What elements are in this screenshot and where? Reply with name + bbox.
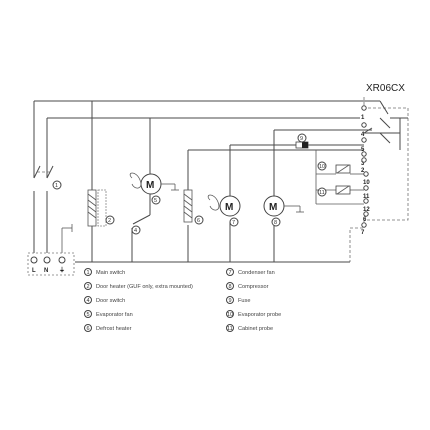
controller-terminal-4: 4 bbox=[361, 132, 365, 138]
controller-terminal-5: 5 bbox=[361, 147, 365, 153]
legend-text-4: Door switch bbox=[96, 298, 125, 304]
terminal-earth-label: ⏚ bbox=[59, 267, 65, 274]
main-switch-number: 1 bbox=[55, 183, 58, 189]
legend-num-8: 8 bbox=[229, 284, 232, 290]
supply-wiring bbox=[33, 100, 364, 263]
controller-terminal-11: 11 bbox=[363, 194, 370, 200]
legend-text-7: Condenser fan bbox=[238, 270, 275, 276]
compressor: M 8 bbox=[263, 130, 304, 227]
fuse-number: 9 bbox=[300, 136, 303, 142]
controller-terminal-1: 1 bbox=[361, 115, 365, 121]
controller-terminal-12: 12 bbox=[363, 207, 370, 213]
door-switch: 4 bbox=[131, 118, 151, 235]
cabinet-probe: 11 bbox=[317, 185, 351, 197]
door-heater-number: 2 bbox=[108, 218, 111, 224]
terminal-l-label: L bbox=[32, 268, 36, 274]
terminal-n-label: N bbox=[44, 268, 48, 274]
door-switch-number: 4 bbox=[134, 228, 137, 234]
defrost-heater: 6 bbox=[183, 150, 204, 225]
legend-text-5: Evaporator fan bbox=[96, 312, 133, 318]
controller-terminal-7: 7 bbox=[361, 230, 365, 236]
evaporator-probe: 10 bbox=[317, 161, 351, 174]
cabinet-probe-number: 11 bbox=[319, 190, 325, 196]
evaporator-fan-motor-symbol: M bbox=[146, 180, 154, 191]
controller-terminal-10: 10 bbox=[363, 180, 370, 186]
condenser-fan-motor-symbol: M bbox=[225, 202, 233, 213]
compressor-motor-symbol: M bbox=[269, 202, 277, 213]
legend: 1 Main switch 2 Door heater (GUF only, e… bbox=[84, 268, 281, 332]
controller-terminal-strip: 1 4 5 3 2 10 11 12 6 7 bbox=[361, 105, 370, 236]
controller-terminal-6: 6 bbox=[363, 217, 367, 223]
legend-text-9: Fuse bbox=[238, 298, 250, 304]
legend-num-4: 4 bbox=[87, 298, 90, 304]
legend-text-11: Cabinet probe bbox=[238, 326, 273, 332]
controller-label: XR06CX bbox=[366, 83, 405, 94]
legend-num-5: 5 bbox=[87, 312, 90, 318]
controller-terminal-3: 3 bbox=[361, 161, 365, 167]
evaporator-fan-number: 5 bbox=[154, 198, 157, 204]
legend-text-2: Door heater (GUF only, extra mounted) bbox=[96, 284, 193, 290]
controller-box bbox=[349, 97, 409, 262]
legend-text-8: Compressor bbox=[238, 284, 269, 290]
controller-terminal-2: 2 bbox=[361, 168, 365, 174]
supply-terminal-block: L N ⏚ bbox=[27, 252, 75, 276]
defrost-heater-number: 6 bbox=[197, 218, 200, 224]
legend-num-1: 1 bbox=[87, 270, 90, 276]
legend-num-6: 6 bbox=[87, 326, 90, 332]
evaporator-fan: M 5 bbox=[129, 172, 179, 205]
condenser-fan: M 7 bbox=[207, 145, 241, 227]
door-heater: 2 bbox=[87, 189, 115, 227]
legend-num-7: 7 bbox=[229, 270, 232, 276]
legend-text-10: Evaporator probe bbox=[238, 312, 281, 318]
main-switch: 1 bbox=[33, 165, 62, 190]
legend-text-6: Defrost heater bbox=[96, 326, 132, 332]
condenser-fan-number: 7 bbox=[232, 220, 235, 226]
evaporator-probe-number: 10 bbox=[319, 164, 325, 170]
compressor-number: 8 bbox=[274, 220, 277, 226]
legend-num-11: 11 bbox=[227, 326, 233, 332]
legend-text-1: Main switch bbox=[96, 270, 125, 276]
legend-num-2: 2 bbox=[87, 284, 90, 290]
legend-num-10: 10 bbox=[227, 312, 233, 318]
controller-relays: 9 bbox=[150, 100, 408, 151]
legend-num-9: 9 bbox=[229, 298, 232, 304]
